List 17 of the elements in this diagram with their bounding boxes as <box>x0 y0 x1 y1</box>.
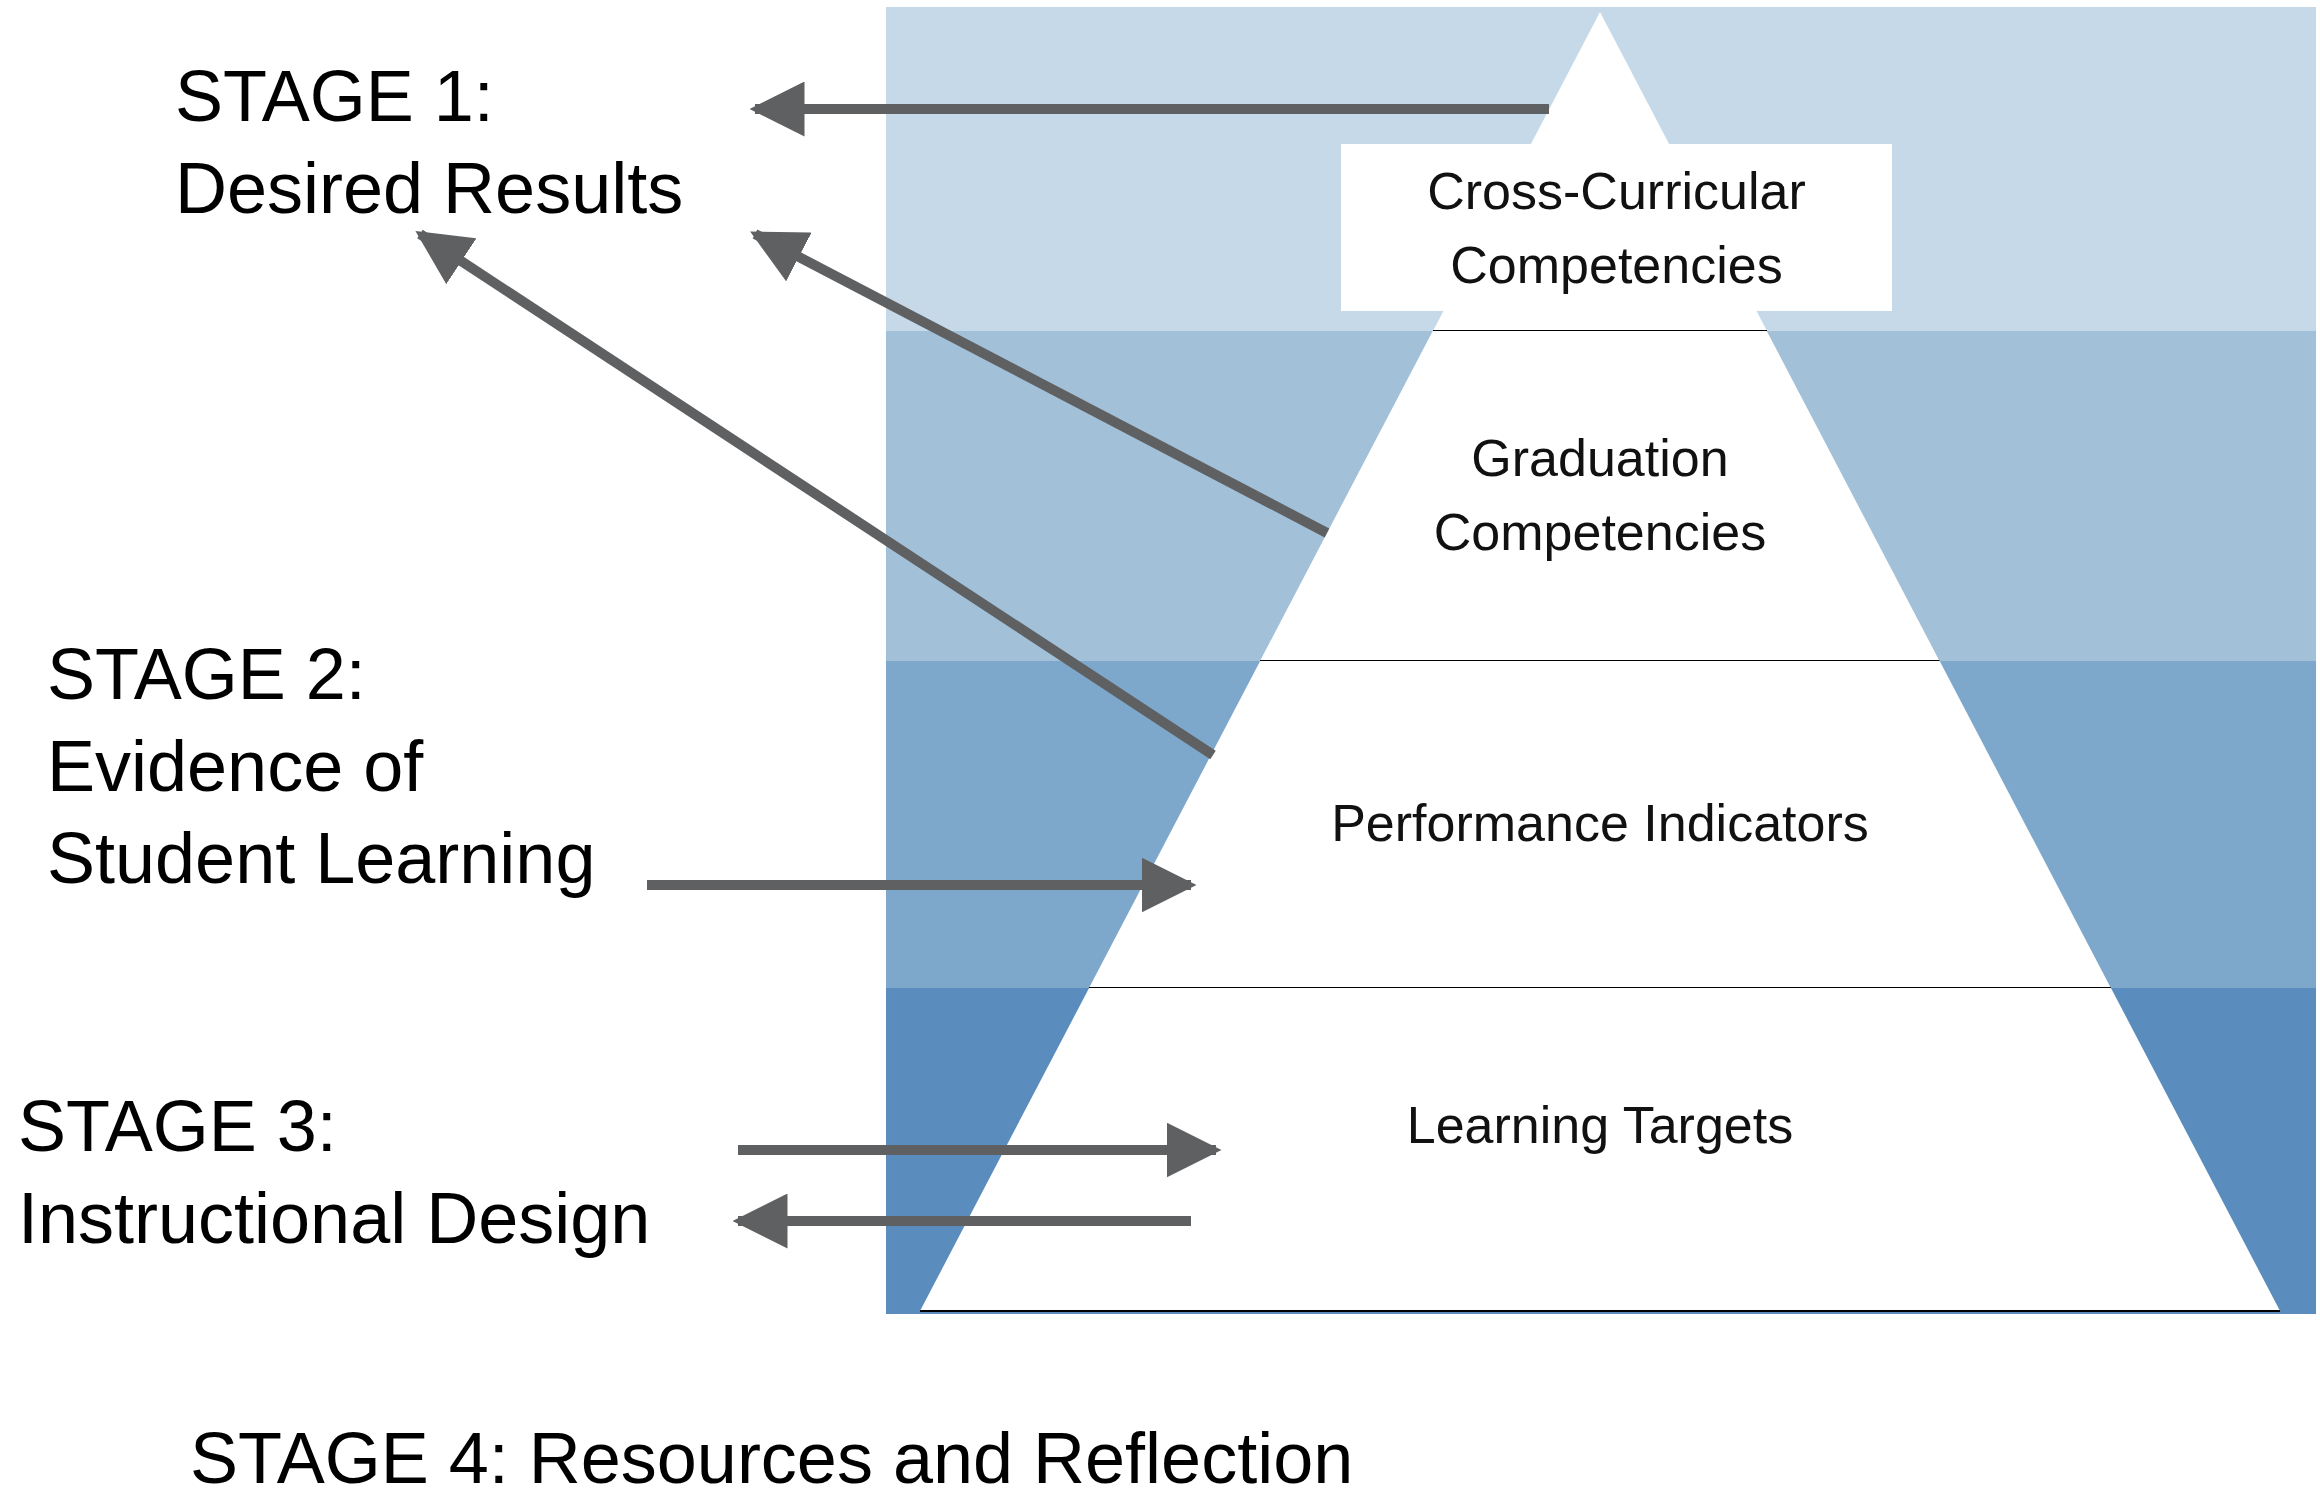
arrow <box>415 229 1216 760</box>
tier-label: Cross-Curricular Competencies <box>1426 161 1807 296</box>
arrow <box>738 1122 1222 1178</box>
stage-heading: STAGE 1: Desired Results <box>175 50 755 234</box>
pyramid-tier <box>1341 12 1892 331</box>
tier-label: Learning Targets <box>1405 1095 1795 1156</box>
stage-heading: STAGE 3: Instructional Design <box>18 1080 738 1264</box>
arrow <box>732 1193 1191 1249</box>
arrow <box>750 229 1330 538</box>
tier-label: Performance Indicators <box>1330 793 1870 854</box>
arrow <box>749 81 1549 137</box>
stage-heading: STAGE 4: Resources and Reflection <box>190 1417 1354 1494</box>
pyramid-tier <box>1089 661 2111 988</box>
pyramid-tier <box>919 988 2280 1311</box>
tier-label: Graduation Competencies <box>1432 428 1768 563</box>
arrow <box>647 857 1197 913</box>
stage-heading: STAGE 2: Evidence of Student Learning <box>47 628 647 904</box>
